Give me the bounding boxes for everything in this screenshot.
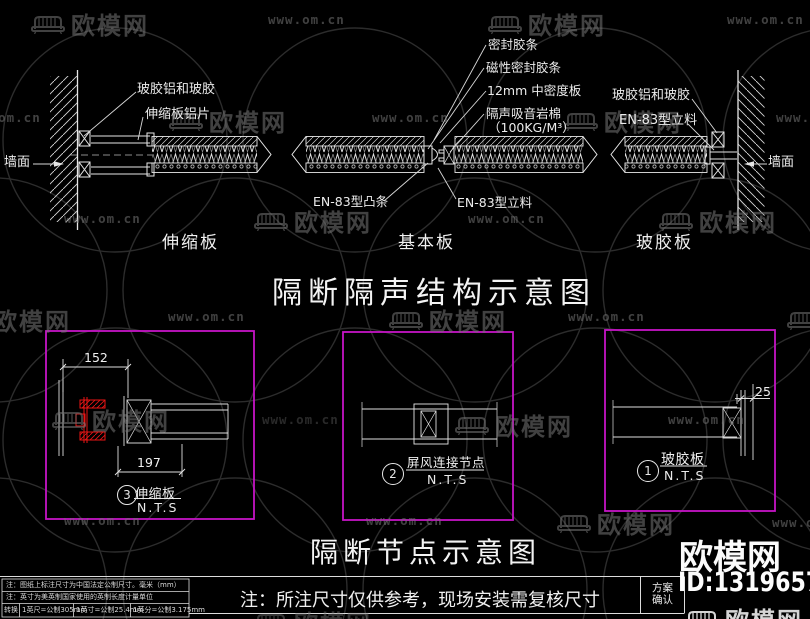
label-magnetic-seal-strip: 磁性密封胶条 (486, 60, 562, 75)
callout-number-1: 1 (637, 460, 659, 482)
titleblock-conv-eighth: 1英分=公制3.175mm (133, 606, 205, 614)
panel-title-expansion: 伸缩板 (162, 233, 219, 253)
panel-title-basic: 基本板 (398, 233, 455, 253)
node-diagram-title: 隔断节点示意图 (310, 536, 542, 569)
detail-scale-expansion: N.T.S (137, 500, 179, 515)
structure-diagram-title: 隔断隔声结构示意图 (272, 276, 596, 311)
approval-line1: 方案 (652, 582, 673, 594)
approval-line2: 确认 (652, 594, 673, 606)
label-wall-right: 墙面 (768, 155, 795, 170)
dimension-197: 197 (137, 455, 161, 470)
label-seal-strip: 密封胶条 (488, 37, 539, 52)
titleblock-conv-label: 转换 (4, 606, 18, 614)
approval-box-label: 方案 确认 (641, 582, 684, 606)
label-mdf-board: 12mm 中密度板 (487, 83, 582, 98)
detail-name-screen: 屏风连接节点 (407, 455, 486, 470)
site-logo-text: 欧模网 (679, 538, 781, 578)
label-en83-tenon: EN-83型凸条 (313, 194, 389, 209)
label-expansion-sheet: 伸缩板铝片 (145, 107, 211, 122)
detail-scale-screen: N.T.S (427, 472, 469, 487)
titleblock-note-metric: 注：图纸上标注尺寸为中国法定公制尺寸。毫米（mm） (6, 581, 181, 589)
label-wall-left: 墙面 (4, 155, 31, 170)
dimension-152: 152 (84, 350, 108, 365)
label-glue-aluminum-left: 玻胶铝和玻胶 (137, 82, 216, 97)
label-rockwool-density: （100KG/M³） (488, 120, 575, 135)
callout-number-2: 2 (382, 463, 404, 485)
detail-name-expansion: 伸缩板 (135, 487, 176, 502)
dimension-25: 25 (755, 384, 771, 399)
drawing-id: ID:1319657 (678, 567, 810, 598)
label-en83-post-mid: EN-83型立料 (457, 195, 533, 210)
detail-name-glass: 玻胶板 (661, 452, 705, 468)
label-rockwool: 隔声吸音岩棉 (486, 106, 562, 121)
titleblock-conv-foot: 1英尺=公制305mm (22, 606, 88, 614)
titleblock-conv-inch: 1英寸=公制25.4mm (76, 606, 144, 614)
detail-scale-glass: N.T.S (664, 468, 706, 483)
callout-number-3: 3 (117, 485, 137, 505)
titleblock-note-imperial: 注：英寸为美英制国家使用的英制长度计量单位 (6, 593, 153, 601)
panel-title-glass: 玻胶板 (636, 233, 693, 253)
main-note: 注：所注尺寸仅供参考，现场安装需复核尺寸 (240, 590, 600, 611)
label-en83-post-right: EN-83型立料 (619, 113, 698, 128)
label-glue-aluminum-right: 玻胶铝和玻胶 (612, 88, 691, 103)
